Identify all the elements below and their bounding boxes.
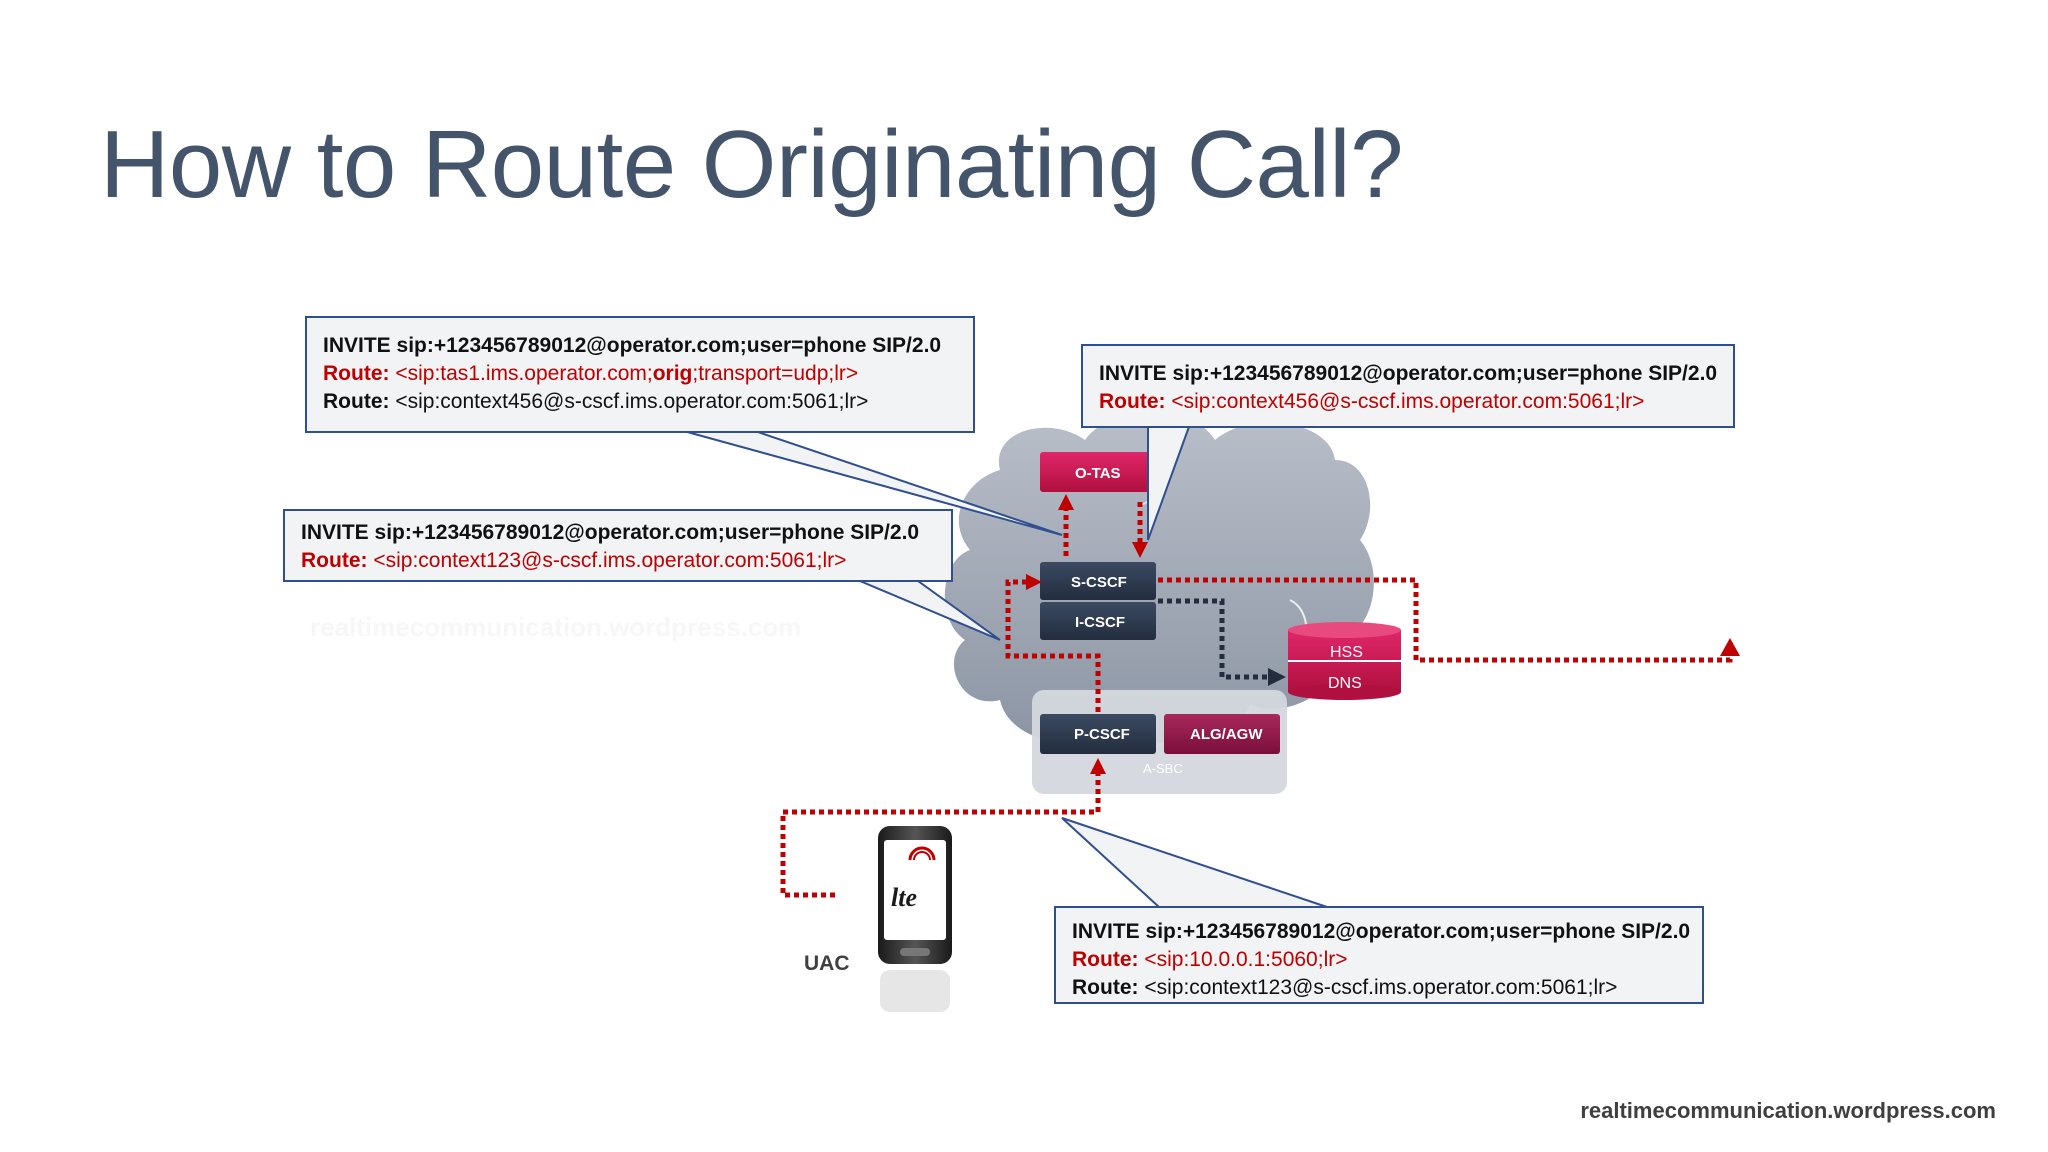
callout-pointer-bottom: [1061, 817, 1331, 909]
o-tas-node: O-TAS: [1040, 452, 1156, 492]
callout-middle-left: INVITE sip:+123456789012@operator.com;us…: [283, 509, 953, 582]
p-cscf-node: P-CSCF: [1040, 714, 1156, 754]
route-label: Route:: [323, 390, 390, 413]
invite-line: INVITE sip:+123456789012@operator.com;us…: [323, 334, 942, 357]
a-sbc-label: A-SBC: [1143, 761, 1183, 776]
route-arrowheads: [1026, 494, 1740, 774]
hss-label: HSS: [1330, 644, 1363, 661]
lte-logo: lte: [891, 883, 917, 912]
route-value-c: ;transport=udp;lr>: [692, 362, 859, 385]
route-value-orig: orig: [652, 362, 693, 385]
callout-top-left: INVITE sip:+123456789012@operator.com;us…: [305, 316, 975, 433]
route-label: Route:: [301, 549, 368, 572]
route-label: Route:: [323, 362, 390, 385]
route-value: <sip:context456@s-cscf.ims.operator.com:…: [1171, 390, 1645, 413]
slide-title: How to Route Originating Call?: [100, 111, 1403, 218]
route-label: Route:: [1072, 976, 1139, 999]
uac-label: UAC: [804, 952, 850, 975]
svg-text:O-TAS: O-TAS: [1075, 465, 1121, 482]
hss-query-arrowhead: [1268, 668, 1286, 686]
i-cscf-node: I-CSCF: [1040, 602, 1156, 640]
callout-bottom: INVITE sip:+123456789012@operator.com;us…: [1054, 906, 1704, 1004]
route-value: <sip:context456@s-cscf.ims.operator.com:…: [395, 390, 869, 413]
hss-query-path: [1158, 598, 1272, 680]
s-cscf-node: S-CSCF: [1040, 562, 1156, 600]
route-value: <sip:10.0.0.1:5060;lr>: [1144, 948, 1348, 971]
invite-line: INVITE sip:+123456789012@operator.com;us…: [1099, 362, 1718, 385]
lte-phone-icon: lte: [878, 826, 952, 1012]
route-value: <sip:context123@s-cscf.ims.operator.com:…: [373, 549, 847, 572]
route-value: <sip:context123@s-cscf.ims.operator.com:…: [1144, 976, 1618, 999]
footer-url: realtimecommunication.wordpress.com: [1580, 1098, 1996, 1123]
callout-top-right: INVITE sip:+123456789012@operator.com;us…: [1081, 344, 1735, 428]
route-label: Route:: [1099, 390, 1166, 413]
svg-text:P-CSCF: P-CSCF: [1074, 726, 1130, 743]
svg-text:S-CSCF: S-CSCF: [1071, 574, 1127, 591]
invite-line: INVITE sip:+123456789012@operator.com;us…: [1072, 920, 1691, 943]
alg-agw-node: ALG/AGW: [1164, 714, 1280, 754]
svg-text:ALG/AGW: ALG/AGW: [1190, 726, 1263, 743]
watermark-text: realtimecommunication.wordpress.com: [310, 612, 802, 642]
svg-text:I-CSCF: I-CSCF: [1075, 614, 1125, 631]
dns-label: DNS: [1328, 675, 1362, 692]
route-label: Route:: [1072, 948, 1139, 971]
route-value-a: <sip:tas1.ims.operator.com;: [395, 362, 653, 385]
hss-dns-database: HSS DNS: [1288, 622, 1401, 700]
sip-route-path: [780, 502, 1733, 898]
invite-line: INVITE sip:+123456789012@operator.com;us…: [301, 521, 920, 544]
